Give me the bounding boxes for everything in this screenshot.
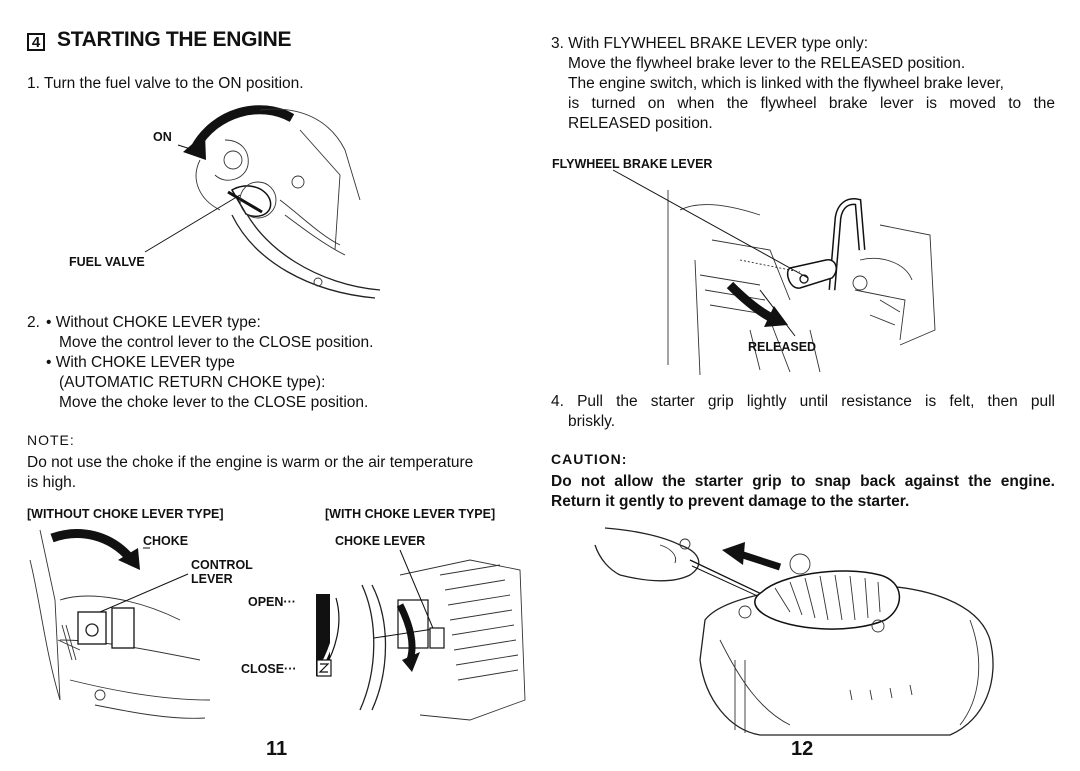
close-label: CLOSE···	[241, 662, 297, 676]
page-number-12: 12	[791, 738, 814, 760]
step-3-line-3: The engine switch, which is linked with …	[568, 75, 1004, 92]
caution-line-2: Return it gently to prevent damage to th…	[551, 493, 910, 510]
released-label: RELEASED	[748, 340, 817, 354]
choke-label: CHOKE	[143, 534, 189, 548]
step-4-line-1: 4. Pull the starter grip lightly until r…	[551, 393, 1055, 410]
step-2-bullet-1-text: Move the control lever to the CLOSE posi…	[59, 334, 374, 351]
on-label: ON	[153, 130, 172, 144]
step-2-bullet-2-text: Move the choke lever to the CLOSE positi…	[59, 394, 369, 411]
page-number-11: 11	[266, 738, 288, 760]
caution-line-1: Do not allow the starter grip to snap ba…	[551, 473, 1055, 490]
step-3-text: 3. With FLYWHEEL BRAKE LEVER type only:	[551, 35, 869, 52]
step-1-text: 1. Turn the fuel valve to the ON positio…	[27, 75, 304, 92]
note-title: NOTE:	[27, 432, 75, 448]
step-3-line-5: RELEASED position.	[568, 115, 713, 132]
page-title: STARTING THE ENGINE	[57, 28, 292, 51]
open-label: OPEN···	[248, 595, 296, 609]
step-3-line-4: is turned on when the flywheel brake lev…	[568, 95, 1055, 112]
step-4-line-2: briskly.	[568, 413, 616, 430]
section-number-box: 4	[27, 33, 45, 51]
caution-title: CAUTION:	[551, 451, 628, 467]
step-2-bullet-2-sub: (AUTOMATIC RETURN CHOKE type):	[59, 374, 326, 391]
note-line-1: Do not use the choke if the engine is wa…	[27, 454, 474, 471]
lever-label: LEVER	[191, 572, 233, 586]
step-3-line-2: Move the flywheel brake lever to the REL…	[568, 55, 966, 72]
with-choke-heading: [WITH CHOKE LEVER TYPE]	[325, 507, 496, 521]
flywheel-brake-lever-label: FLYWHEEL BRAKE LEVER	[552, 157, 713, 171]
fuel-valve-label: FUEL VALVE	[69, 255, 145, 269]
step-2-bullet-2: • With CHOKE LEVER type	[46, 354, 235, 371]
control-label: CONTROL	[191, 558, 253, 572]
note-line-2: is high.	[27, 474, 77, 491]
choke-lever-label: CHOKE LEVER	[335, 534, 426, 548]
step-2-bullet-1: • Without CHOKE LEVER type:	[46, 314, 261, 331]
step-2-number: 2.	[27, 314, 40, 331]
without-choke-heading: [WITHOUT CHOKE LEVER TYPE]	[27, 507, 224, 521]
